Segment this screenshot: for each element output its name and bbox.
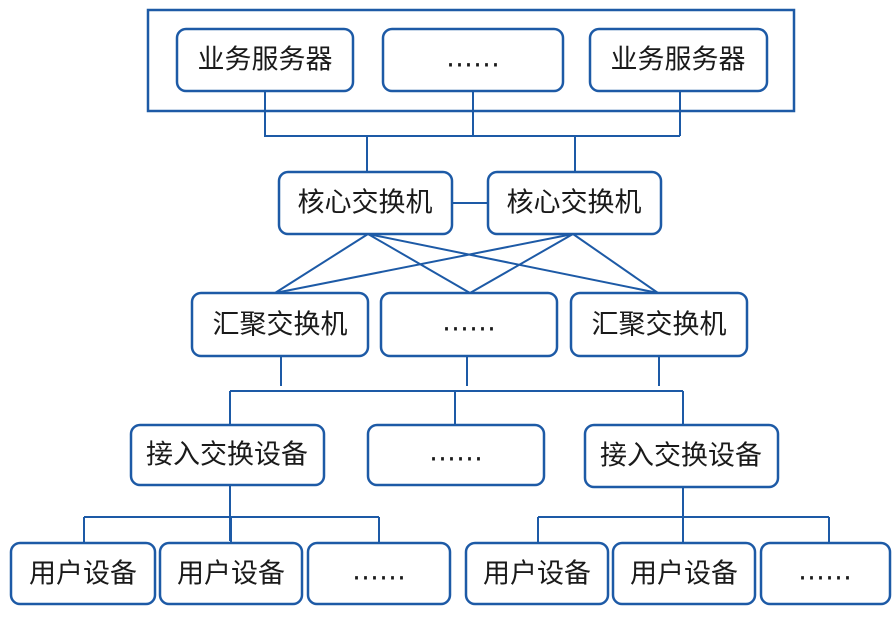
user-device-left-a: 用户设备 [9, 541, 157, 606]
user-device-left-more: …… [306, 541, 452, 606]
server-node-right: 业务服务器 [588, 27, 769, 93]
core-left-label: 核心交换机 [298, 188, 433, 219]
core-switch-left: 核心交换机 [277, 170, 454, 236]
aggregation-right-label: 汇聚交换机 [592, 310, 727, 341]
user-device-right-a: 用户设备 [464, 541, 610, 606]
access-right-user-lines [537, 487, 830, 543]
core-switch-right: 核心交换机 [486, 170, 663, 236]
aggregation-middle-label: …… [442, 307, 496, 338]
user-left-b-label: 用户设备 [177, 559, 285, 590]
core-right-label: 核心交换机 [507, 188, 642, 219]
user-device-left-b: 用户设备 [158, 541, 304, 606]
access-device-left: 接入交换设备 [129, 423, 326, 487]
connection-lines [83, 91, 830, 543]
user-device-right-more: …… [759, 541, 892, 606]
access-middle-label: …… [429, 437, 483, 468]
access-right-label: 接入交换设备 [600, 441, 762, 472]
server-left-label: 业务服务器 [198, 45, 333, 76]
server-middle-label: …… [446, 43, 500, 74]
aggregation-switch-right: 汇聚交换机 [569, 291, 749, 358]
server-node-left: 业务服务器 [175, 27, 355, 93]
server-node-middle: …… [381, 27, 565, 93]
server-bus-line [264, 91, 681, 137]
aggregation-switch-middle: …… [379, 291, 559, 358]
aggregation-switch-left: 汇聚交换机 [190, 291, 370, 358]
user-right-a-label: 用户设备 [483, 559, 591, 590]
access-device-right: 接入交换设备 [583, 423, 780, 489]
user-left-a-label: 用户设备 [29, 559, 137, 590]
user-right-b-label: 用户设备 [630, 559, 738, 590]
access-left-label: 接入交换设备 [146, 440, 308, 471]
aggregation-to-access-lines [229, 356, 684, 425]
aggregation-left-label: 汇聚交换机 [213, 310, 348, 341]
server-right-label: 业务服务器 [611, 45, 746, 76]
user-right-more-label: …… [798, 556, 852, 587]
server-to-core-line [366, 136, 576, 172]
access-device-middle: …… [366, 423, 546, 487]
access-left-user-lines [83, 485, 380, 543]
user-left-more-label: …… [352, 556, 406, 587]
user-device-right-b: 用户设备 [611, 541, 757, 606]
core-aggregation-mesh [274, 233, 659, 294]
